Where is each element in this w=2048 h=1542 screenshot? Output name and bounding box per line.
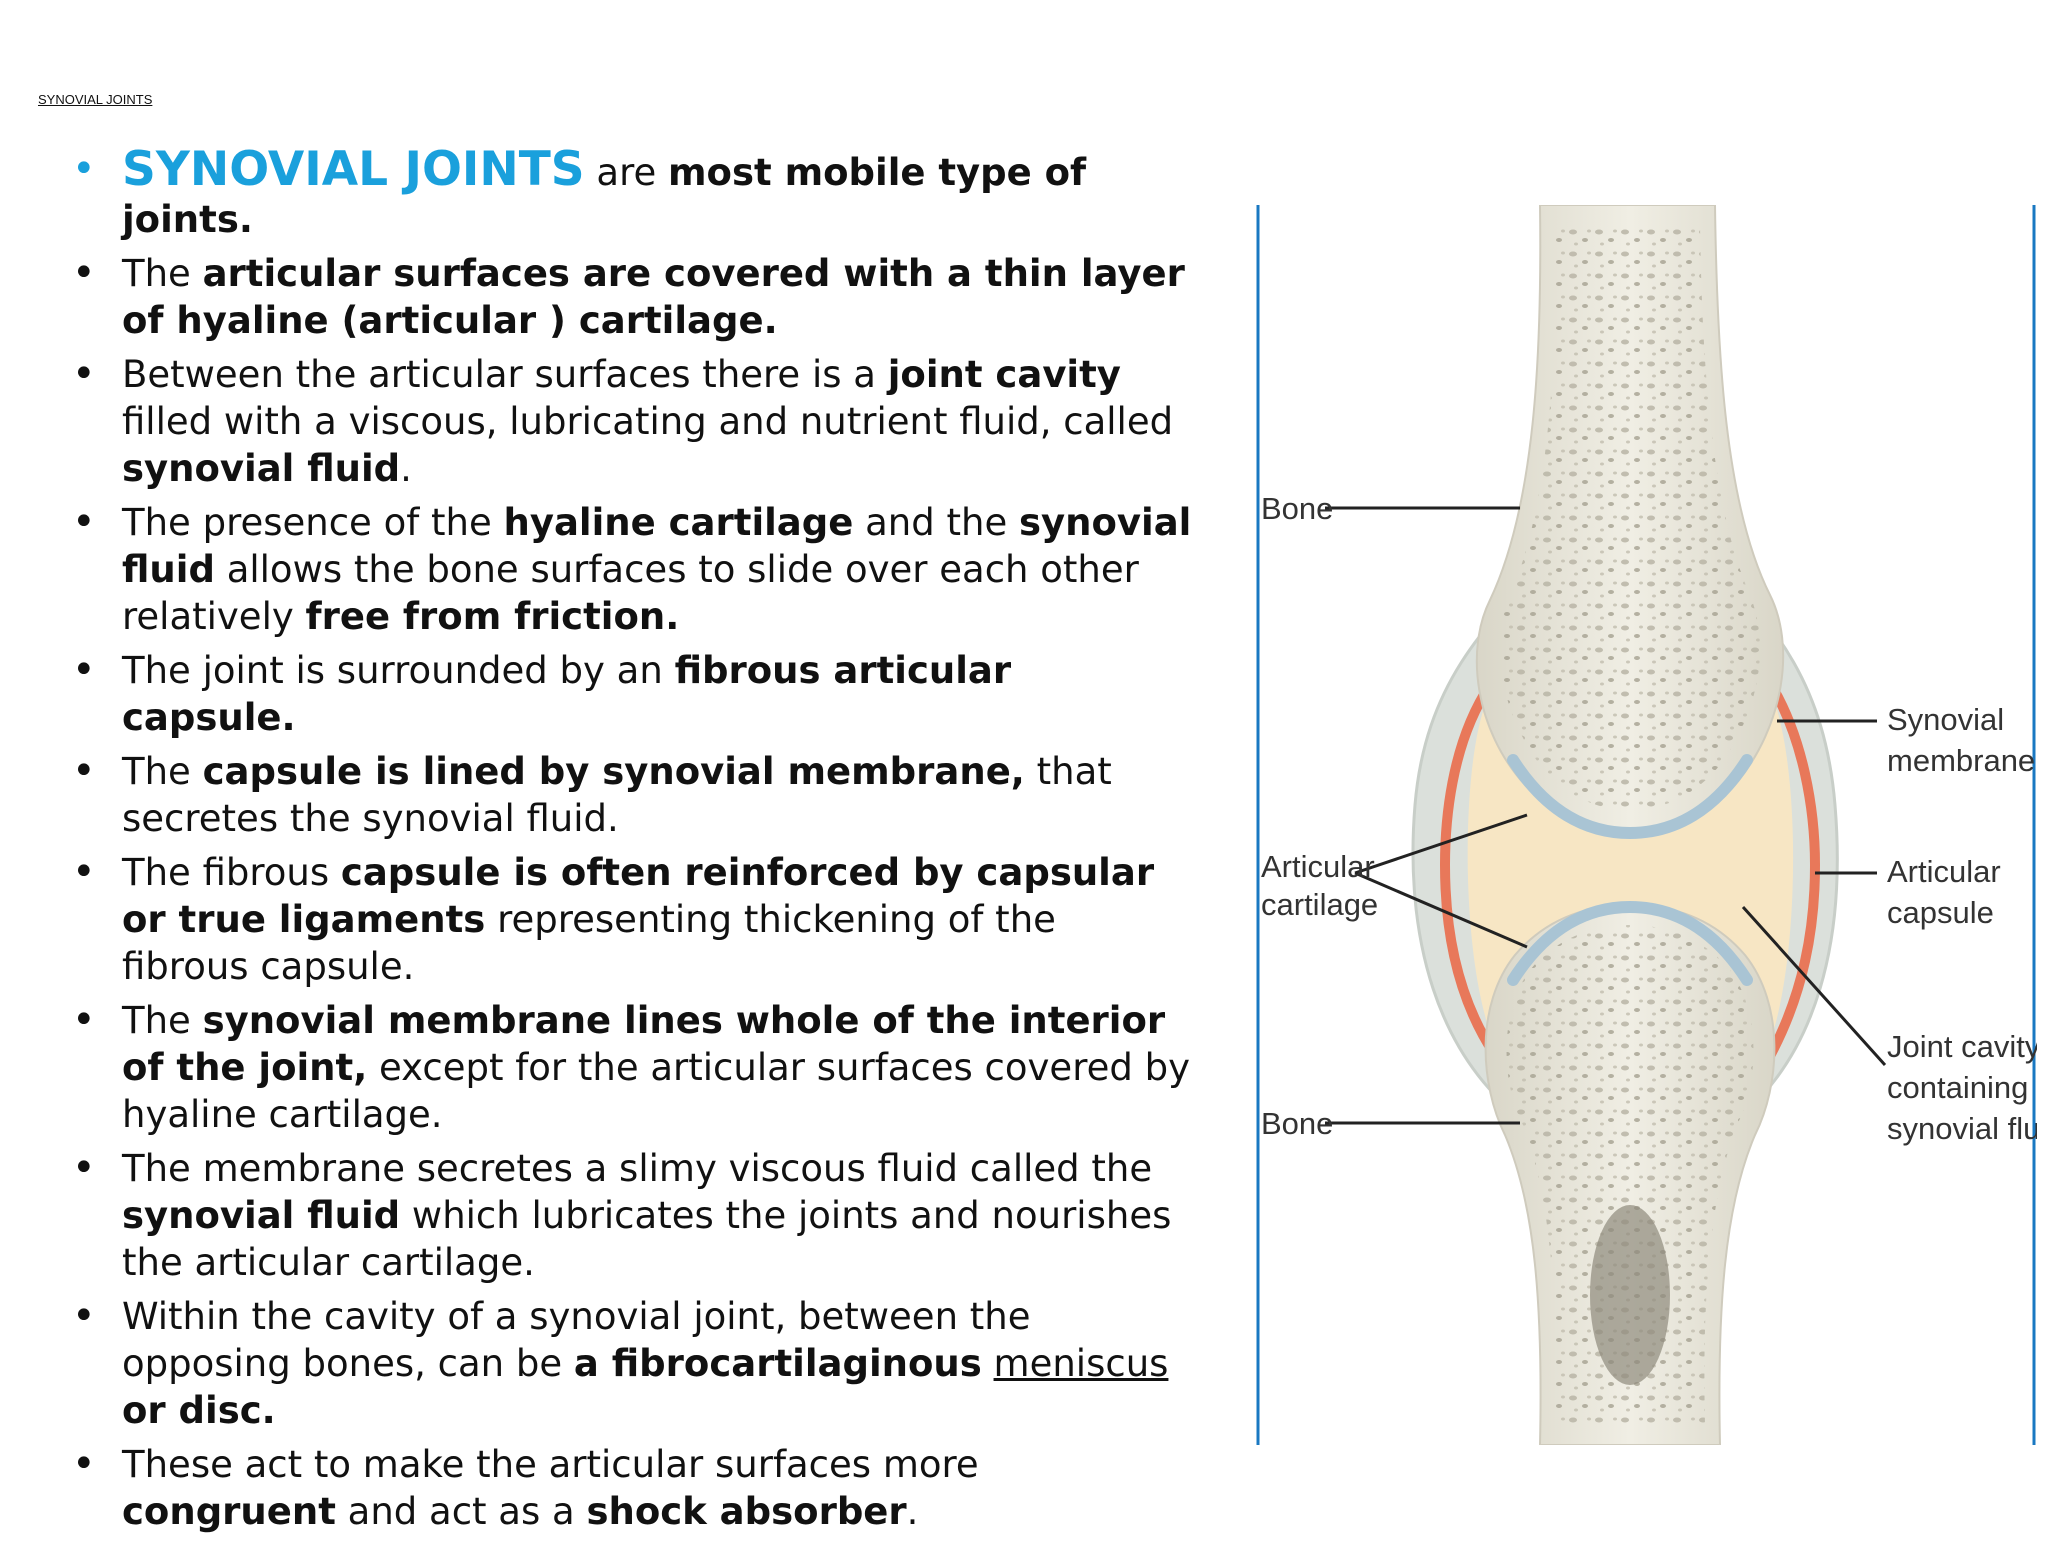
bullet-item: The capsule is lined by synovial membran… [72,748,1192,842]
bullet-item: The fibrous capsule is often reinforced … [72,849,1192,990]
body-text: The presence of the [122,501,504,544]
body-text: These act to make the articular surfaces… [122,1443,979,1486]
label-articular-cartilage-1: Articular [1261,849,1375,884]
bold-text: a fibrocartilaginous [573,1342,982,1385]
body-text: representing thickening of the fibrous c… [122,898,1056,988]
body-text: The [122,750,203,793]
bold-text: or disc. [122,1389,276,1432]
medullary-cavity [1590,1205,1670,1385]
lower-bone-spongy [1506,925,1754,1425]
synovial-joint-diagram: Bone Articular cartilage Bone Synovial m… [1255,205,2037,1445]
bold-text: hyaline cartilage [503,501,854,544]
bullet-item: The membrane secretes a slimy viscous fl… [72,1145,1192,1286]
label-articular-capsule-1: Articular [1887,854,2001,889]
bullet-item: Between the articular surfaces there is … [72,351,1192,492]
label-bone-bottom: Bone [1261,1106,1333,1141]
slide-header: SYNOVIAL JOINTS [38,92,153,107]
leader-cartilage-upper [1354,813,1528,875]
bold-text: shock absorber [586,1490,907,1533]
bold-text: congruent [122,1490,336,1533]
underlined-term: meniscus [993,1342,1169,1385]
bold-text: synovial fluid [122,501,1192,591]
bold-text: synovial fluid [122,447,401,490]
body-text: The fibrous [122,851,341,894]
leader-joint-cavity [1741,905,1887,1067]
upper-bone-spongy [1500,225,1760,810]
bullet-item: The joint is surrounded by an fibrous ar… [72,647,1192,741]
bold-text: synovial membrane lines whole of the int… [122,999,1166,1089]
body-text: and act as a [335,1490,587,1533]
body-text: that secretes the synovial fluid. [122,750,1112,840]
label-joint-cavity-3: synovial fluid [1887,1111,2037,1146]
body-text [982,1342,994,1385]
body-text: . [400,447,412,490]
bullet-item: Within the cavity of a synovial joint, b… [72,1293,1192,1434]
bold-text: capsule is lined by synovial membrane, [202,750,1025,793]
body-text: The [122,999,203,1042]
bullet-list: SYNOVIAL JOINTS are most mobile type of … [72,146,1192,1542]
body-text: which lubricates the joints and nourishe… [122,1194,1172,1284]
bullet-item: These act to make the articular surfaces… [72,1441,1192,1535]
upper-articular-cartilage [1507,754,1753,840]
body-text: filled with a viscous, lubricating and n… [122,400,1174,443]
bold-text: articular surfaces are covered with a th… [122,252,1185,342]
bullet-item: The presence of the hyaline cartilage an… [72,499,1192,640]
bold-text: synovial fluid [122,1194,401,1237]
label-bone-top: Bone [1261,491,1333,526]
bullet-item: The synovial membrane lines whole of the… [72,997,1192,1138]
label-synovial-membrane-1: Synovial [1887,702,2004,737]
leader-cartilage-lower [1354,871,1528,949]
label-articular-capsule-2: capsule [1887,895,1994,930]
label-synovial-membrane-2: membrane [1887,743,2035,778]
bold-text: free from friction. [305,595,680,638]
label-joint-cavity-1: Joint cavity [1887,1029,2037,1064]
lower-articular-cartilage [1507,900,1753,986]
synovial-membrane-left [1439,680,1500,1060]
bold-text: capsule is often reinforced by capsular … [122,851,1155,941]
bold-text: fibrous articular capsule. [122,649,1012,739]
body-text: . [906,1490,919,1533]
body-text: The [122,252,203,295]
highlight-term: SYNOVIAL JOINTS [122,142,585,197]
body-text: Within the cavity of a synovial joint, b… [122,1295,1031,1385]
body-text: Between the articular surfaces there is … [122,353,888,396]
body-text: The joint is surrounded by an [122,649,675,692]
body-text: are [584,151,668,194]
body-text: except for the articular surfaces covere… [122,1046,1190,1136]
body-text: The membrane secretes a slimy viscous fl… [122,1147,1153,1190]
body-text: and the [853,501,1019,544]
bold-text: most mobile type of joints. [122,151,1087,241]
bold-text: joint cavity [887,353,1121,396]
joint-illustration: Bone Articular cartilage Bone Synovial m… [1256,205,2037,1445]
label-articular-cartilage-2: cartilage [1261,887,1378,922]
body-text: allows the bone surfaces to slide over e… [122,548,1139,638]
bullet-item: The articular surfaces are covered with … [72,250,1192,344]
bullet-item: SYNOVIAL JOINTS are most mobile type of … [72,146,1192,243]
label-joint-cavity-2: containing [1887,1070,2028,1105]
synovial-membrane-right [1760,670,1821,1070]
